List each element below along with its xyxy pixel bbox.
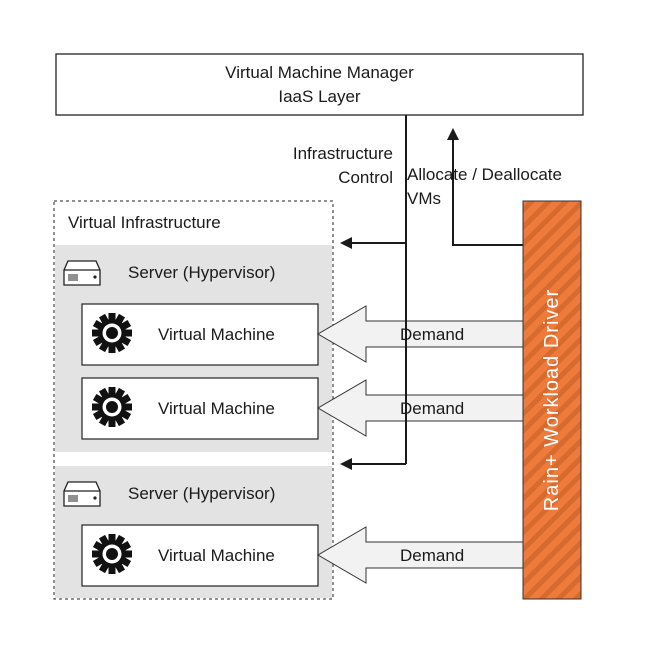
demand-arrow-2 — [317, 379, 524, 437]
virtual-infrastructure-title: Virtual Infrastructure — [68, 213, 221, 232]
demand-label: Demand — [400, 399, 465, 418]
demand-label: Demand — [400, 325, 465, 344]
vm-label: Virtual Machine — [158, 325, 275, 344]
server-icon — [63, 260, 101, 286]
server-label: Server (Hypervisor) — [128, 484, 276, 503]
vm-label: Virtual Machine — [158, 399, 275, 418]
server-label: Server (Hypervisor) — [128, 263, 276, 282]
allocate-label-1: Allocate / Deallocate — [407, 165, 562, 184]
vm-box-2 — [81, 377, 319, 440]
workload-driver-bar — [522, 200, 582, 600]
server-icon — [63, 481, 101, 507]
demand-arrow-3 — [317, 526, 524, 584]
manager-box — [55, 53, 584, 116]
demand-arrow-1 — [317, 305, 524, 363]
allocate-label-2: VMs — [407, 189, 441, 208]
infrastructure-control-label-1: Infrastructure — [292, 144, 393, 163]
allocate-arrow — [447, 128, 523, 246]
vm-label: Virtual Machine — [158, 546, 275, 565]
workload-driver-label: Rain+ Workload Driver — [541, 289, 563, 511]
manager-subtitle: IaaS Layer — [278, 87, 361, 106]
infrastructure-control-label-2: Control — [338, 168, 393, 187]
demand-label: Demand — [400, 546, 465, 565]
manager-title: Virtual Machine Manager — [225, 63, 414, 82]
